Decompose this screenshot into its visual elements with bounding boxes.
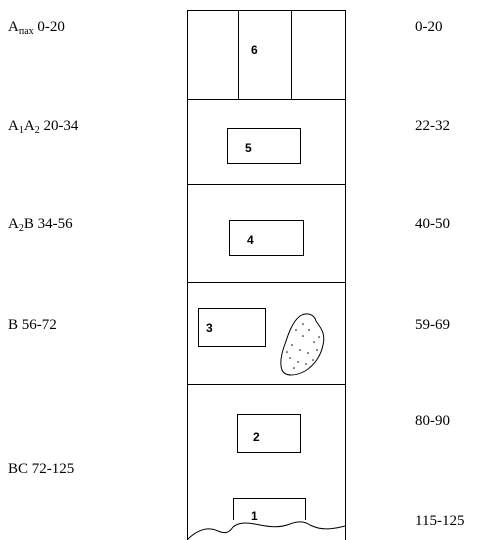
horizon-depth: 20-34 — [43, 118, 79, 134]
sample-box-1 — [233, 498, 306, 520]
horizon-label-a2b: A2B 34-56 — [8, 215, 73, 234]
horizon-label-a1a2: A1A2 20-34 — [8, 117, 79, 136]
sample-number-6: 6 — [251, 43, 258, 57]
sample-box-2 — [237, 414, 301, 453]
horizon-depth: 34-56 — [37, 216, 73, 232]
sample-box-3 — [198, 308, 266, 347]
sample-box-4 — [229, 220, 304, 256]
sample-depth-2: 80-90 — [415, 413, 450, 429]
sample-depth-6: 0-20 — [415, 19, 443, 35]
sample-number-5: 5 — [245, 141, 252, 155]
horizon-name: Aпах — [8, 19, 34, 37]
sample-box-5 — [227, 128, 301, 164]
horizon-depth: 56-72 — [21, 317, 57, 333]
horizon-name: BC — [8, 461, 29, 477]
horizon-label-bc: BC 72-125 — [8, 460, 74, 478]
sample-number-4: 4 — [247, 233, 254, 247]
horizon-name: B — [8, 317, 19, 333]
horizon-label-b: B 56-72 — [8, 316, 57, 334]
horizon-depth: 0-20 — [37, 19, 65, 35]
sample-depth-4: 40-50 — [415, 216, 450, 232]
horizon-name: A1A2 — [8, 118, 40, 136]
horizon-depth: 72-125 — [31, 461, 75, 477]
sample-number-3: 3 — [206, 321, 213, 335]
profile-bottom-wave — [186, 521, 346, 540]
sample-depth-3: 59-69 — [415, 317, 450, 333]
horizon-name: A2B — [8, 216, 34, 234]
sample-depth-5: 22-32 — [415, 118, 450, 134]
sample-number-1: 1 — [251, 509, 258, 523]
concretion-stipple — [286, 323, 320, 369]
sample-number-2: 2 — [253, 430, 260, 444]
concretion-blob — [280, 313, 325, 376]
horizon-label-apakh: Aпах 0-20 — [8, 18, 65, 37]
sample-depth-1: 115-125 — [415, 513, 465, 529]
